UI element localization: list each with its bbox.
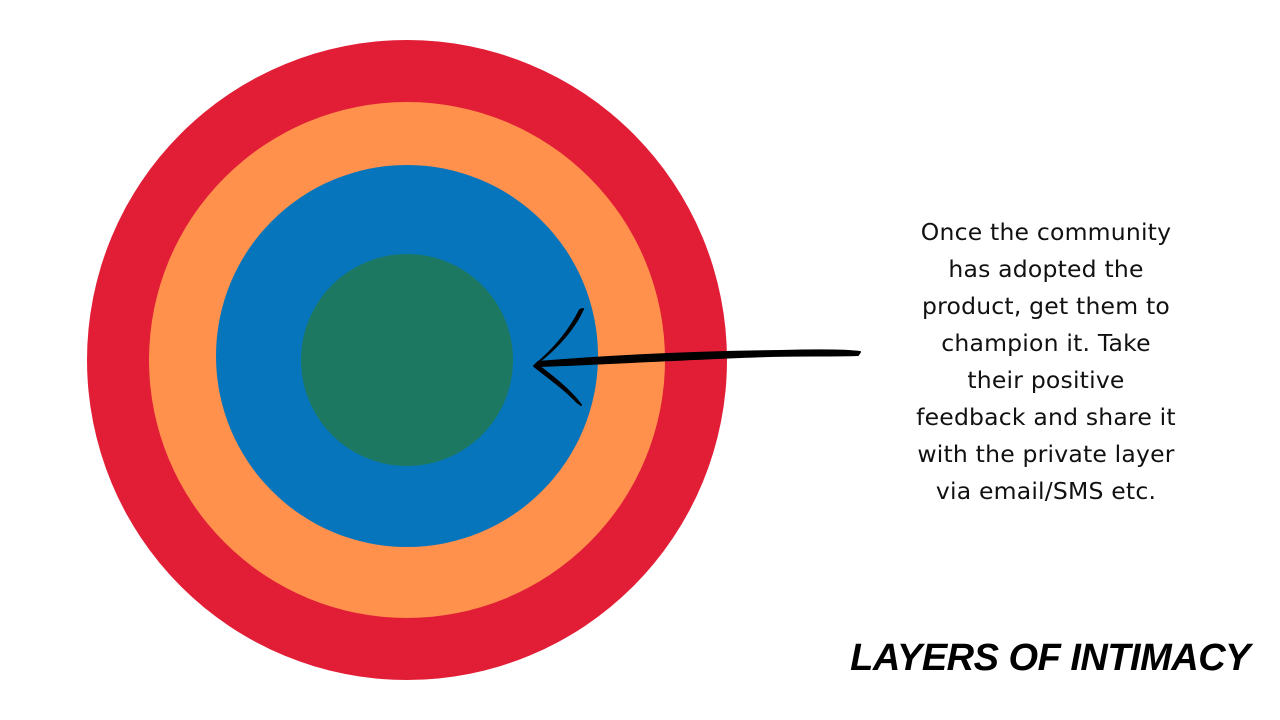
annotation-line: feedback and share it — [916, 403, 1176, 431]
annotation-line: their positive — [967, 366, 1125, 394]
diagram-title: LAYERS OF INTIMACY — [850, 637, 1250, 679]
annotation-line: via email/SMS etc. — [935, 477, 1157, 505]
arrow-head — [533, 308, 584, 406]
inner-ring — [301, 254, 513, 466]
annotation-line: with the private layer — [917, 440, 1175, 468]
annotation-line: product, get them to — [922, 292, 1170, 320]
arrow-icon — [533, 308, 861, 406]
annotation-line: Once the community — [920, 218, 1172, 246]
annotation-line: has adopted the — [948, 255, 1144, 283]
annotation-text: Once the community has adopted the produ… — [900, 214, 1192, 510]
annotation-line: champion it. Take — [941, 329, 1151, 357]
arrow-shaft — [537, 349, 861, 367]
